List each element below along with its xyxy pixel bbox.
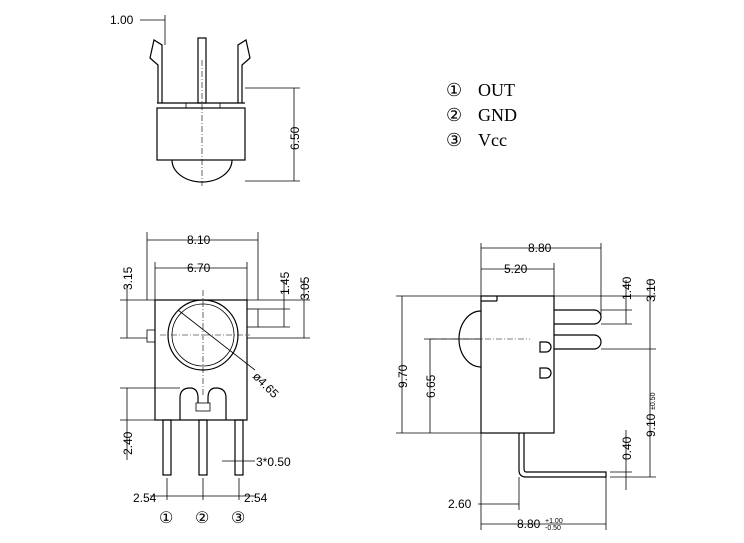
- dim-lens-offset: 5.20: [504, 262, 528, 276]
- side-view-pin-mid: [554, 334, 602, 350]
- dim-right-height: 3.05: [298, 276, 312, 300]
- legend-pin2-label: GND: [478, 105, 517, 125]
- pin-number-3: ③: [231, 510, 245, 527]
- legend-pin3-label: Vcc: [478, 130, 507, 150]
- front-view-pin-1: [162, 419, 172, 476]
- dim-pin-height-tol: ±0.50: [650, 392, 657, 410]
- dim-pitch-right: 2.54: [244, 491, 268, 505]
- dim-overall-depth: 8.80: [528, 241, 552, 255]
- legend-pin1-marker: ①: [446, 80, 462, 100]
- dim-pin-length: 2.40: [121, 431, 135, 455]
- dim-top-offset: 3.15: [121, 266, 135, 290]
- dim-pin-spacing: 1.40: [620, 276, 634, 300]
- dim-bottom-depth-tol-lower: -0.50: [545, 525, 561, 532]
- dim-bottom-depth-tol-upper: +1.00: [545, 518, 563, 525]
- side-view: 8.80 5.20 9.70 6.65 1.40 3.10 9.10 ±0.50…: [396, 241, 658, 532]
- dim-pin-pitch-top: 1.00: [110, 13, 134, 27]
- dim-pitch-left: 2.54: [133, 491, 157, 505]
- pin-number-2: ②: [195, 510, 209, 527]
- top-view-body: [156, 107, 246, 161]
- dim-lens-housing-width: 6.70: [187, 261, 211, 275]
- dim-bottom-depth: 8.80: [517, 517, 541, 531]
- dim-overall-width: 8.10: [187, 233, 211, 247]
- legend-pin2-marker: ②: [446, 105, 462, 125]
- side-view-pin-top: [554, 309, 602, 325]
- dim-top-view-height: 6.50: [288, 126, 302, 150]
- front-view-pin-3: [234, 419, 244, 476]
- legend-pin3-marker: ③: [446, 130, 462, 150]
- dim-pin-width: 3*0.50: [256, 455, 291, 469]
- side-view-body: [480, 295, 555, 434]
- side-view-bottom-lead: [518, 433, 607, 478]
- front-view: ø4.65 8.10 6.70 3.15 1.45 3.05: [120, 232, 312, 527]
- top-view-pin-1: [149, 39, 163, 103]
- side-view-pin-stub-2: [539, 367, 552, 379]
- dim-pin-height: 9.10: [644, 413, 658, 437]
- side-view-pin-stub-1: [539, 341, 552, 353]
- dim-lens-center-height: 6.65: [424, 374, 438, 398]
- dim-body-height: 9.70: [396, 364, 410, 388]
- dim-side-offset: 1.45: [278, 271, 292, 295]
- front-view-pin-2: [198, 419, 208, 476]
- pin-number-1: ①: [159, 510, 173, 527]
- top-view-pin-2: [197, 37, 207, 104]
- top-view-pin-3: [237, 39, 251, 103]
- dim-pin-thickness: 0.40: [620, 436, 634, 460]
- legend-pin1-label: OUT: [478, 80, 515, 100]
- dim-top-to-pin: 3.10: [644, 278, 658, 302]
- pin-legend: ① OUT ② GND ③ Vcc: [446, 80, 517, 150]
- top-view: 1.00 6.50: [110, 13, 302, 186]
- dim-bottom-offset: 2.60: [448, 497, 472, 511]
- dim-lens-diameter: ø4.65: [250, 369, 282, 401]
